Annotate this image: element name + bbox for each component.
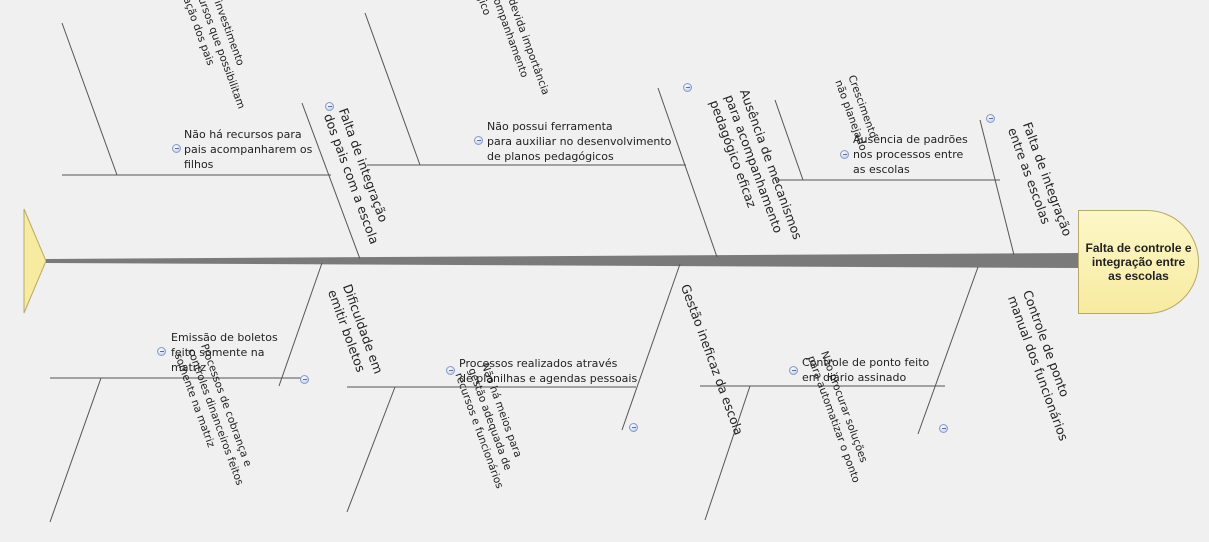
- top-cause-3-sub-1-line-3: as escolas: [853, 163, 910, 176]
- top-cause-1-sub-1-collapse-icon[interactable]: [172, 144, 181, 153]
- bottom-cause-3-sub-1-collapse-icon[interactable]: [789, 366, 798, 375]
- top-cause-1-sub-1-line-2: pais acompanharem os: [184, 143, 313, 156]
- top-cause-2-sub-1-collapse-icon[interactable]: [474, 136, 483, 145]
- top-cause-3-sub-1-collapse-icon[interactable]: [840, 150, 849, 159]
- bottom-cause-3-sub-1-line-1: Controle de ponto feito: [802, 356, 930, 369]
- top-cause-3-collapse-icon[interactable]: [986, 114, 995, 123]
- top-cause-3-sub-1-label[interactable]: Ausência de padrões nos processos entre …: [853, 132, 968, 177]
- bottom-cause-3-sub-1-label[interactable]: Controle de ponto feito em diário assina…: [802, 355, 929, 385]
- bottom-cause-3-collapse-icon[interactable]: [939, 424, 948, 433]
- bottom-cause-2-sub-1-line-2: de planilhas e agendas pessoais: [459, 372, 638, 385]
- top-cause-2-sub-1-line-2: para auxiliar no desenvolvimento: [487, 135, 672, 148]
- top-cause-2-bone: [657, 87, 718, 258]
- top-cause-3-bone: [979, 119, 1015, 256]
- top-cause-2-sub-1-line-3: de planos pedagógicos: [487, 150, 614, 163]
- top-cause-1-sub-1-line-1: Não há recursos para: [184, 128, 302, 141]
- bottom-cause-2-bone: [621, 263, 681, 431]
- top-cause-1-bone: [301, 102, 361, 260]
- bottom-cause-1-collapse-icon[interactable]: [300, 375, 309, 384]
- bottom-cause-2-collapse-icon[interactable]: [629, 423, 638, 432]
- bottom-cause-1-sub-1-collapse-icon[interactable]: [157, 347, 166, 356]
- top-cause-2-collapse-icon[interactable]: [683, 83, 692, 92]
- top-cause-3-sub-1-sub-1-bone: [774, 99, 804, 181]
- fishbone-spine: [46, 253, 1080, 268]
- bottom-cause-3-sub-1-line-2: em diário assinado: [802, 371, 907, 384]
- bottom-cause-2-sub-1-line-1: Processos realizados através: [459, 357, 618, 370]
- effect-label: Falta de controle e integração entre as …: [1085, 241, 1192, 283]
- top-cause-1-sub-1-sub-1-bone: [61, 22, 118, 176]
- fishbone-tail: [23, 208, 47, 314]
- bottom-cause-2-sub-1-sub-1-bone: [346, 386, 396, 513]
- bottom-cause-1-sub-1-sub-1-bone: [49, 377, 102, 523]
- top-cause-1-sub-1-line-3: filhos: [184, 158, 214, 171]
- bottom-cause-3-sub-1-sub-1-bone: [704, 385, 751, 521]
- top-cause-3-sub-1-line-2: nos processos entre: [853, 148, 964, 161]
- bottom-cause-3-bone: [917, 266, 979, 435]
- bottom-cause-2-sub-1-label[interactable]: Processos realizados através de planilha…: [459, 356, 637, 386]
- top-cause-2-sub-1-line-1: Não possui ferramenta: [487, 120, 613, 133]
- bottom-cause-1-sub-1-line-2: feito somente na: [171, 346, 265, 359]
- top-cause-1-collapse-icon[interactable]: [325, 102, 334, 111]
- bottom-cause-1-bone: [278, 262, 323, 387]
- top-cause-2-sub-1-label[interactable]: Não possui ferramenta para auxiliar no d…: [487, 119, 671, 164]
- top-cause-1-sub-1-label[interactable]: Não há recursos para pais acompanharem o…: [184, 127, 312, 172]
- bottom-cause-1-sub-1-label[interactable]: Emissão de boletos feito somente na matr…: [171, 330, 278, 375]
- top-cause-2-sub-1-sub-1-bone: [364, 12, 421, 166]
- bottom-cause-1-sub-1-line-1: Emissão de boletos: [171, 331, 278, 344]
- bottom-cause-1-sub-1-line-3: matriz: [171, 361, 207, 374]
- effect-head[interactable]: Falta de controle e integração entre as …: [1078, 210, 1199, 314]
- bottom-cause-2-sub-1-collapse-icon[interactable]: [446, 366, 455, 375]
- top-cause-3-sub-1-line-1: Ausência de padrões: [853, 133, 968, 146]
